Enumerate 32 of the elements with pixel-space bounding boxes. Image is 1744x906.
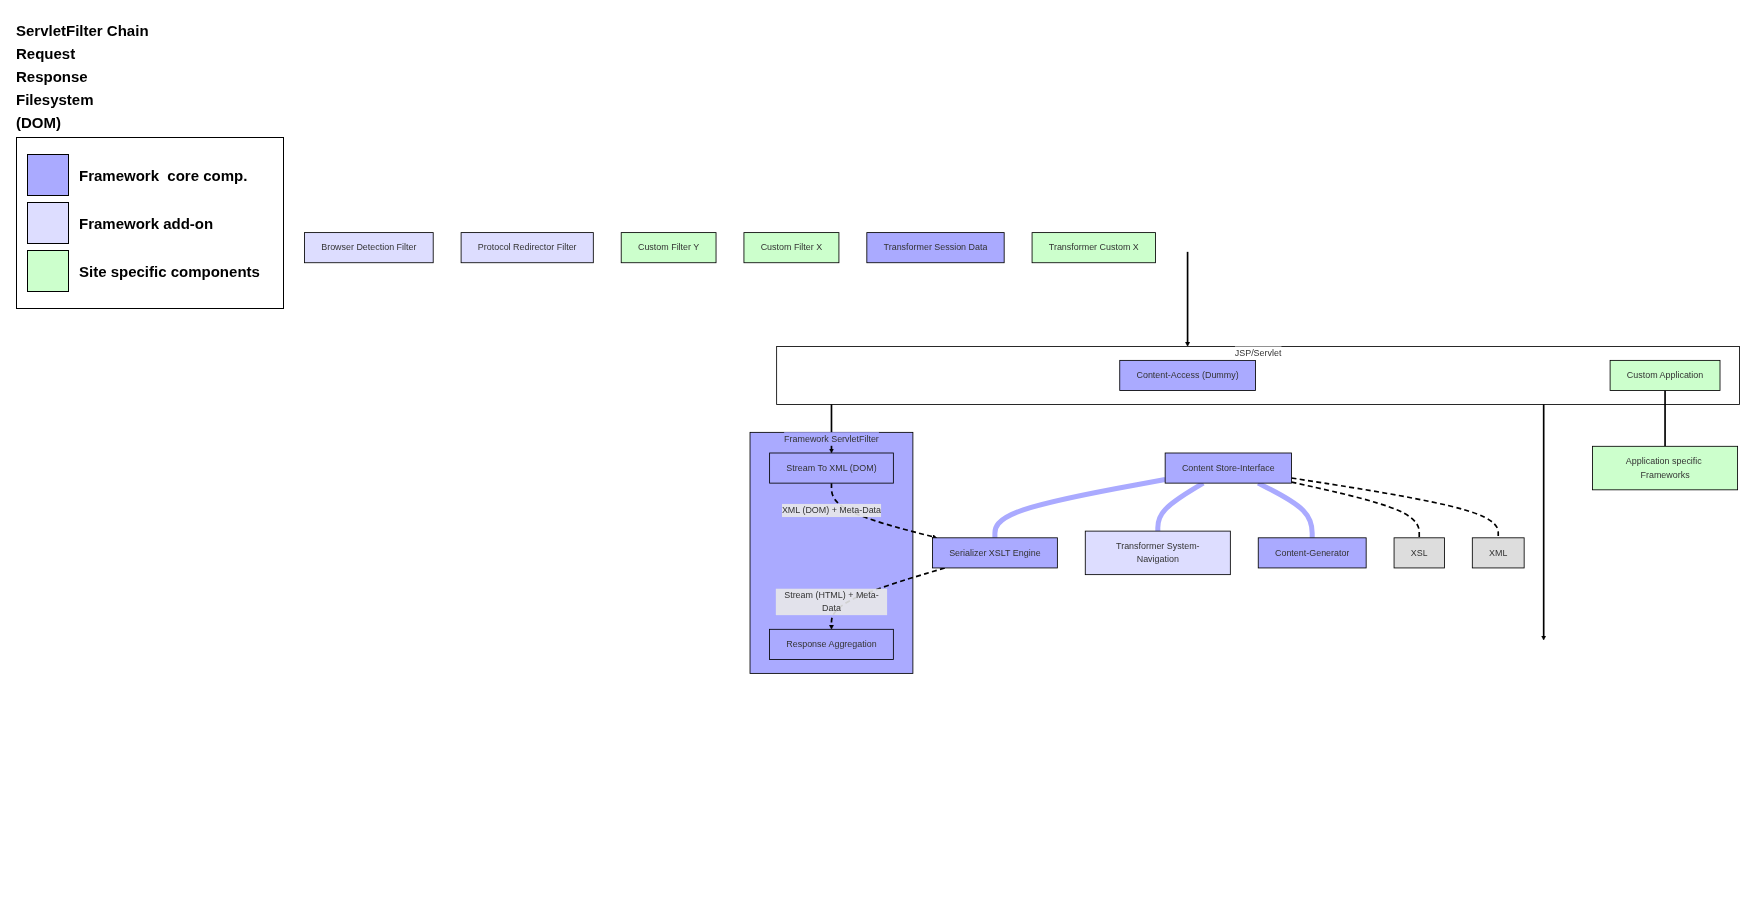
node-box: Transformer Session Data bbox=[866, 232, 1005, 264]
node-box: Protocol Redirector Filter bbox=[460, 232, 594, 264]
arrow bbox=[1185, 251, 1191, 347]
node-box: Content-Access (Dummy) bbox=[1119, 359, 1256, 391]
node-box: Serializer XSLT Engine bbox=[932, 537, 1058, 569]
edge-label: Stream (HTML) + Meta-Data bbox=[784, 590, 879, 614]
text-label: Request bbox=[16, 45, 77, 62]
node-box: Custom Filter Y bbox=[620, 232, 717, 264]
node-box: Custom Filter X bbox=[743, 232, 840, 264]
legend-text: Site specific components bbox=[79, 262, 260, 280]
edge-label: XML (DOM) + Meta-Data bbox=[781, 505, 882, 515]
node-box: Application specific Frameworks bbox=[1592, 445, 1738, 491]
node-box: Transformer Custom X bbox=[1031, 232, 1156, 264]
legend-text: Framework core comp. bbox=[79, 166, 248, 184]
node-box: Response Aggregation bbox=[769, 628, 894, 660]
text-label: Filesystem bbox=[16, 91, 95, 108]
legend-text: Framework add-on bbox=[79, 214, 214, 232]
text-label: (DOM) bbox=[16, 114, 62, 131]
arrow bbox=[1541, 403, 1547, 641]
node-box: Browser Detection Filter bbox=[304, 232, 434, 264]
node-box: XML bbox=[1471, 537, 1525, 569]
node-box: Custom Application bbox=[1609, 359, 1721, 391]
connector bbox=[1664, 389, 1666, 448]
text-label: Response bbox=[16, 68, 89, 85]
text-label: ServletFilter Chain bbox=[16, 22, 150, 39]
node-box: Content Store-Interface bbox=[1164, 452, 1292, 484]
node-box: Transformer System-Navigation bbox=[1084, 530, 1231, 576]
connector bbox=[1290, 477, 1500, 539]
node-box: XSL bbox=[1393, 537, 1445, 569]
node-box: Stream To XML (DOM) bbox=[769, 452, 894, 484]
node-box: Content-Generator bbox=[1257, 537, 1367, 569]
connector bbox=[1290, 481, 1421, 539]
